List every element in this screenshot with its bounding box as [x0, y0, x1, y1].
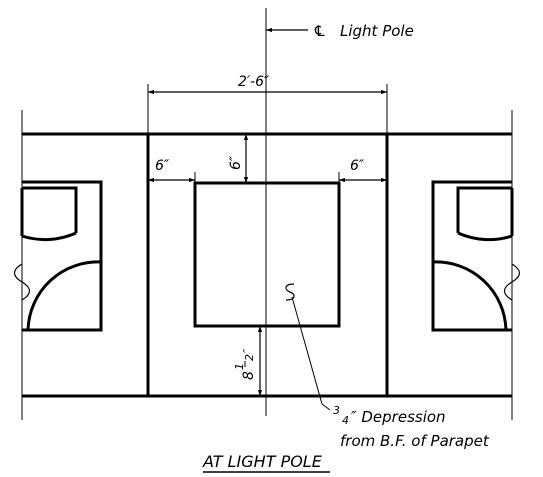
depression-mark-icon [285, 283, 295, 301]
dim-bottom-whole: 8 [241, 371, 257, 380]
drawing-title: AT LIGHT POLE [202, 452, 323, 471]
left-ornament [20, 180, 103, 332]
depression-label-line1: ″ Depression [351, 408, 446, 426]
right-ornament [431, 180, 514, 332]
depression-fraction-num: 3 [333, 404, 340, 417]
dim-bottom-fraction-num: 1 [233, 363, 246, 370]
right-wave-icon [503, 263, 521, 301]
dim-bottom-fraction-den: 2 [243, 354, 256, 361]
dim-overall-label: 2′-6″ [238, 74, 270, 90]
depression-leader [291, 296, 331, 411]
dim-bottom-unit: ″ [241, 348, 254, 353]
centerline-label: Light Pole [340, 22, 414, 40]
centerline-symbol: ℄ [313, 22, 326, 40]
depression-square [193, 181, 341, 328]
dim-top-label: 6″ [228, 155, 244, 170]
depression-label-line2: from B.F. of Parapet [340, 432, 490, 450]
dim-left-label: 6″ [155, 158, 170, 174]
depression-fraction-den: 4 [342, 414, 349, 427]
dim-right-label: 6″ [350, 158, 365, 174]
left-wave-icon [13, 263, 31, 301]
